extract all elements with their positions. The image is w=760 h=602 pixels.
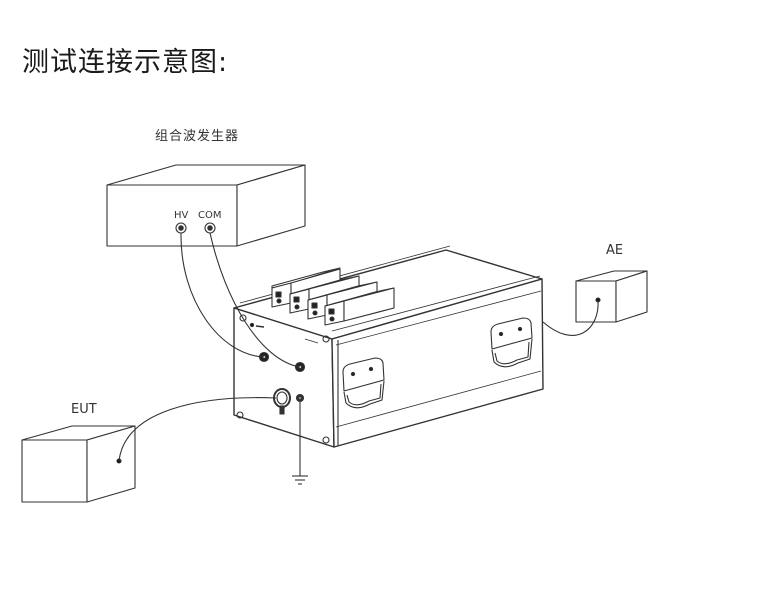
eut-label: EUT [71,402,97,417]
ae-label: AE [606,243,624,258]
ae-box [575,270,648,323]
plug-modules [271,267,395,326]
handle-icon-right [490,317,533,368]
ae-cable [542,299,599,336]
hv-port-label: HV [174,210,189,221]
eut-cable [118,397,277,462]
module-4 [324,287,395,326]
generator-label: 组合波发生器 [155,129,240,144]
com-cable [209,232,301,368]
ground-icon [292,401,308,485]
page-title: 测试连接示意图: [22,47,229,78]
com-port-label: COM [198,210,221,221]
generator-box [106,164,306,247]
hv-cable [180,232,265,358]
eut-box [21,425,136,503]
handle-icon-left [342,357,385,409]
ground-terminal-icon [295,393,305,403]
